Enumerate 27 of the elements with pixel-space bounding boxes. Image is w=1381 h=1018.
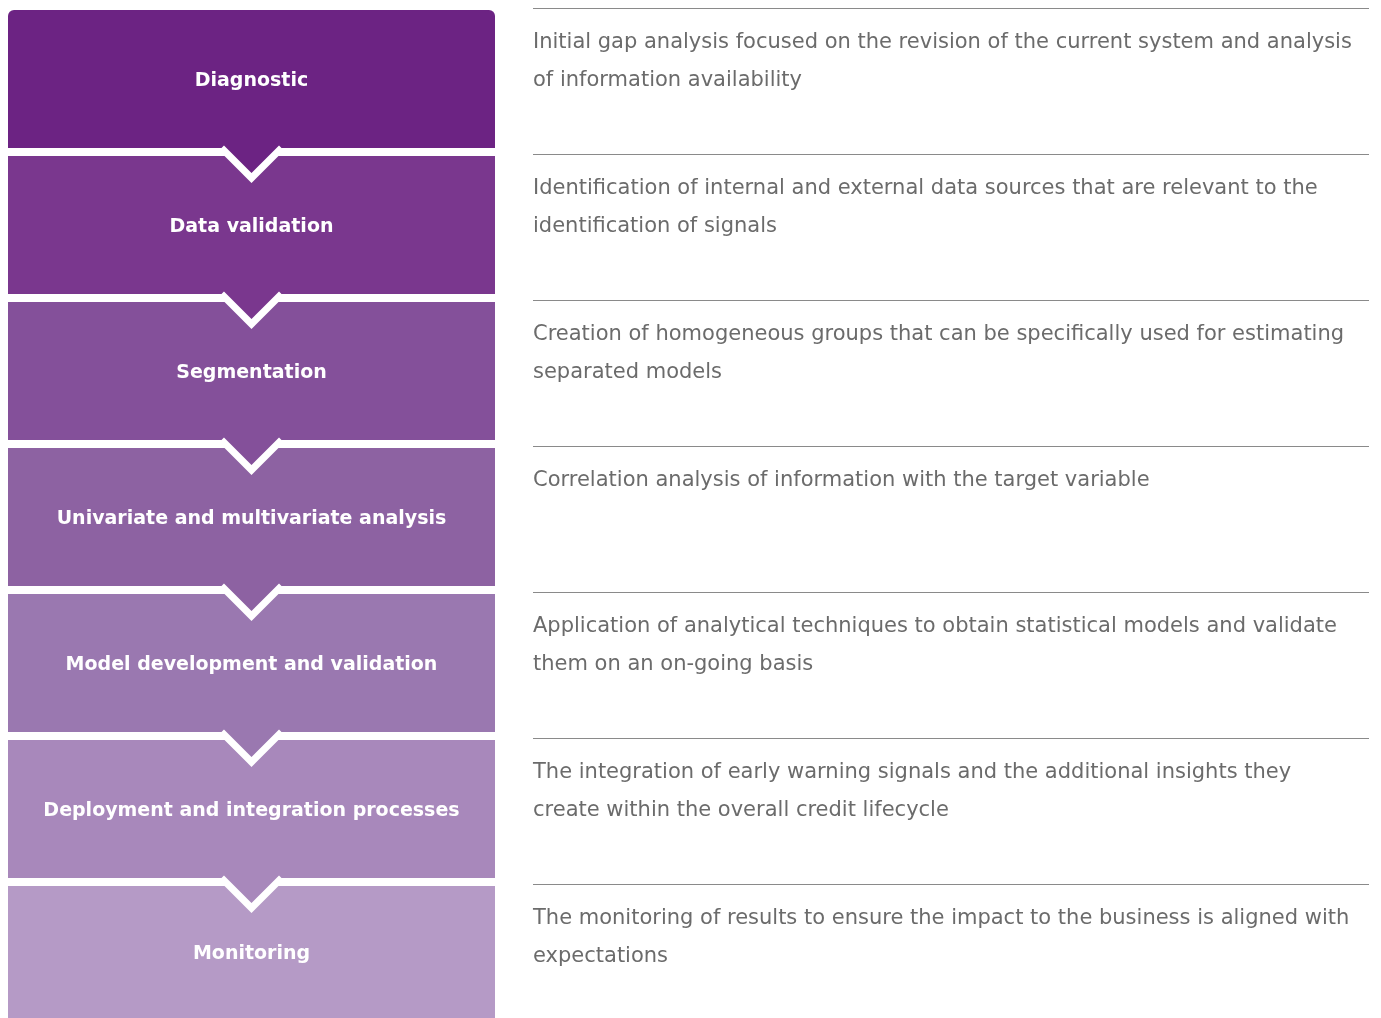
step-title: Model development and validation — [64, 652, 439, 674]
step-description: Identification of internal and external data sources that are relevant to the identification of signals — [533, 174, 1319, 239]
step-description: Creation of homogeneous groups that can be specifically used for estimating separated models — [533, 320, 1346, 385]
step-title: Data validation — [168, 214, 335, 236]
step-description: The monitoring of results to ensure the impact to the business is aligned with expectations — [533, 904, 1351, 969]
step-description: The integration of early warning signals and the additional insights they create within the overall credit lifecycle — [533, 758, 1293, 823]
chevron-arrow — [218, 436, 285, 474]
chevron-arrow — [218, 874, 285, 912]
step-title: Univariate and multivariate analysis — [55, 506, 448, 528]
step-title: Segmentation — [175, 360, 328, 382]
chevron-arrow — [218, 290, 285, 328]
step-box — [8, 10, 495, 148]
chevron-arrow — [218, 144, 285, 182]
chevron-arrow — [218, 728, 285, 766]
step-box — [8, 886, 495, 1018]
step-title: Deployment and integration processes — [42, 798, 461, 820]
step-description: Initial gap analysis focused on the revision of the current system and analysis of information availability — [533, 28, 1353, 93]
step-box — [8, 740, 495, 878]
step-description: Application of analytical techniques to obtain statistical models and validate them on an on-going basis — [533, 612, 1338, 677]
step-title: Diagnostic — [193, 68, 310, 90]
step-box — [8, 594, 495, 732]
step-box — [8, 448, 495, 586]
chevron-arrow — [218, 582, 285, 620]
step-box — [8, 156, 495, 294]
step-title: Monitoring — [191, 941, 312, 963]
step-box — [8, 302, 495, 440]
step-description: Correlation analysis of information with the target variable — [533, 466, 1151, 493]
